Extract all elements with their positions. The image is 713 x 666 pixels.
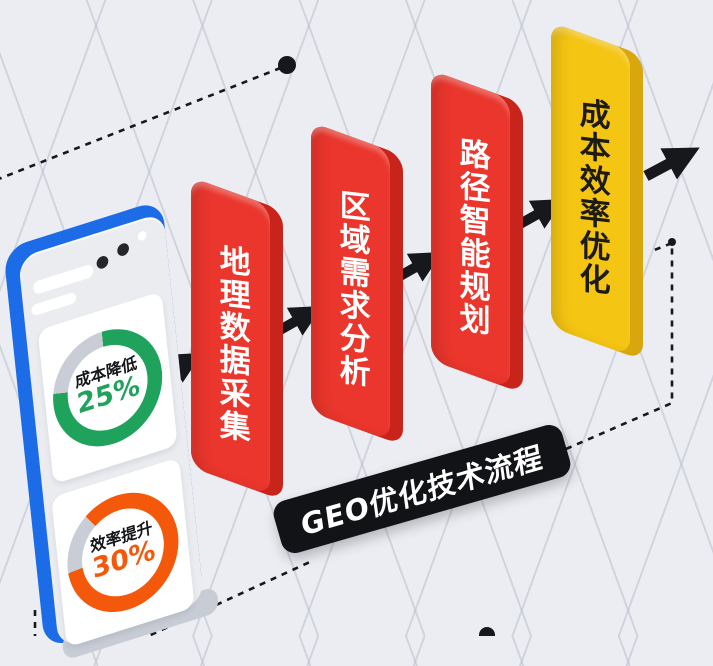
donut-chart-cost: 成本降低 25% xyxy=(47,314,168,461)
dashed-connector-lines xyxy=(0,65,674,636)
flow-arrows xyxy=(147,147,700,388)
process-step-label: 成本效率优化 xyxy=(573,94,610,298)
flow-arrow-icon xyxy=(397,251,443,282)
flow-arrow-icon xyxy=(517,199,565,229)
process-step-label: 地理数据采集 xyxy=(213,242,250,445)
connector-dots xyxy=(278,56,676,636)
donut-text: 成本降低 25% xyxy=(74,353,141,420)
process-step-label: 路径智能规划 xyxy=(453,135,490,338)
flow-arrow-icon xyxy=(643,147,700,181)
connector-dot-icon xyxy=(479,627,495,636)
dashed-line-top xyxy=(0,65,284,180)
dashed-line-banner-right xyxy=(565,241,674,451)
donut-text: 效率提升 30% xyxy=(89,518,156,585)
process-step-bar-3: 路径智能规划 xyxy=(431,70,523,394)
connector-dot-icon xyxy=(278,56,296,74)
process-step-label: 区域需求分析 xyxy=(333,187,370,390)
process-step-bar-4: 成本效率优化 xyxy=(551,22,643,361)
flow-arrow-icon xyxy=(277,305,323,336)
process-step-bar-2: 区域需求分析 xyxy=(311,122,403,446)
geo-process-infographic: { "background": { "base": "#ecedf2", "gr… xyxy=(0,0,713,636)
connector-dot-icon xyxy=(668,238,676,246)
donut-chart-efficiency: 效率提升 30% xyxy=(61,477,185,627)
process-step-bar-1: 地理数据采集 xyxy=(191,177,283,501)
decoration-layer xyxy=(0,56,700,636)
